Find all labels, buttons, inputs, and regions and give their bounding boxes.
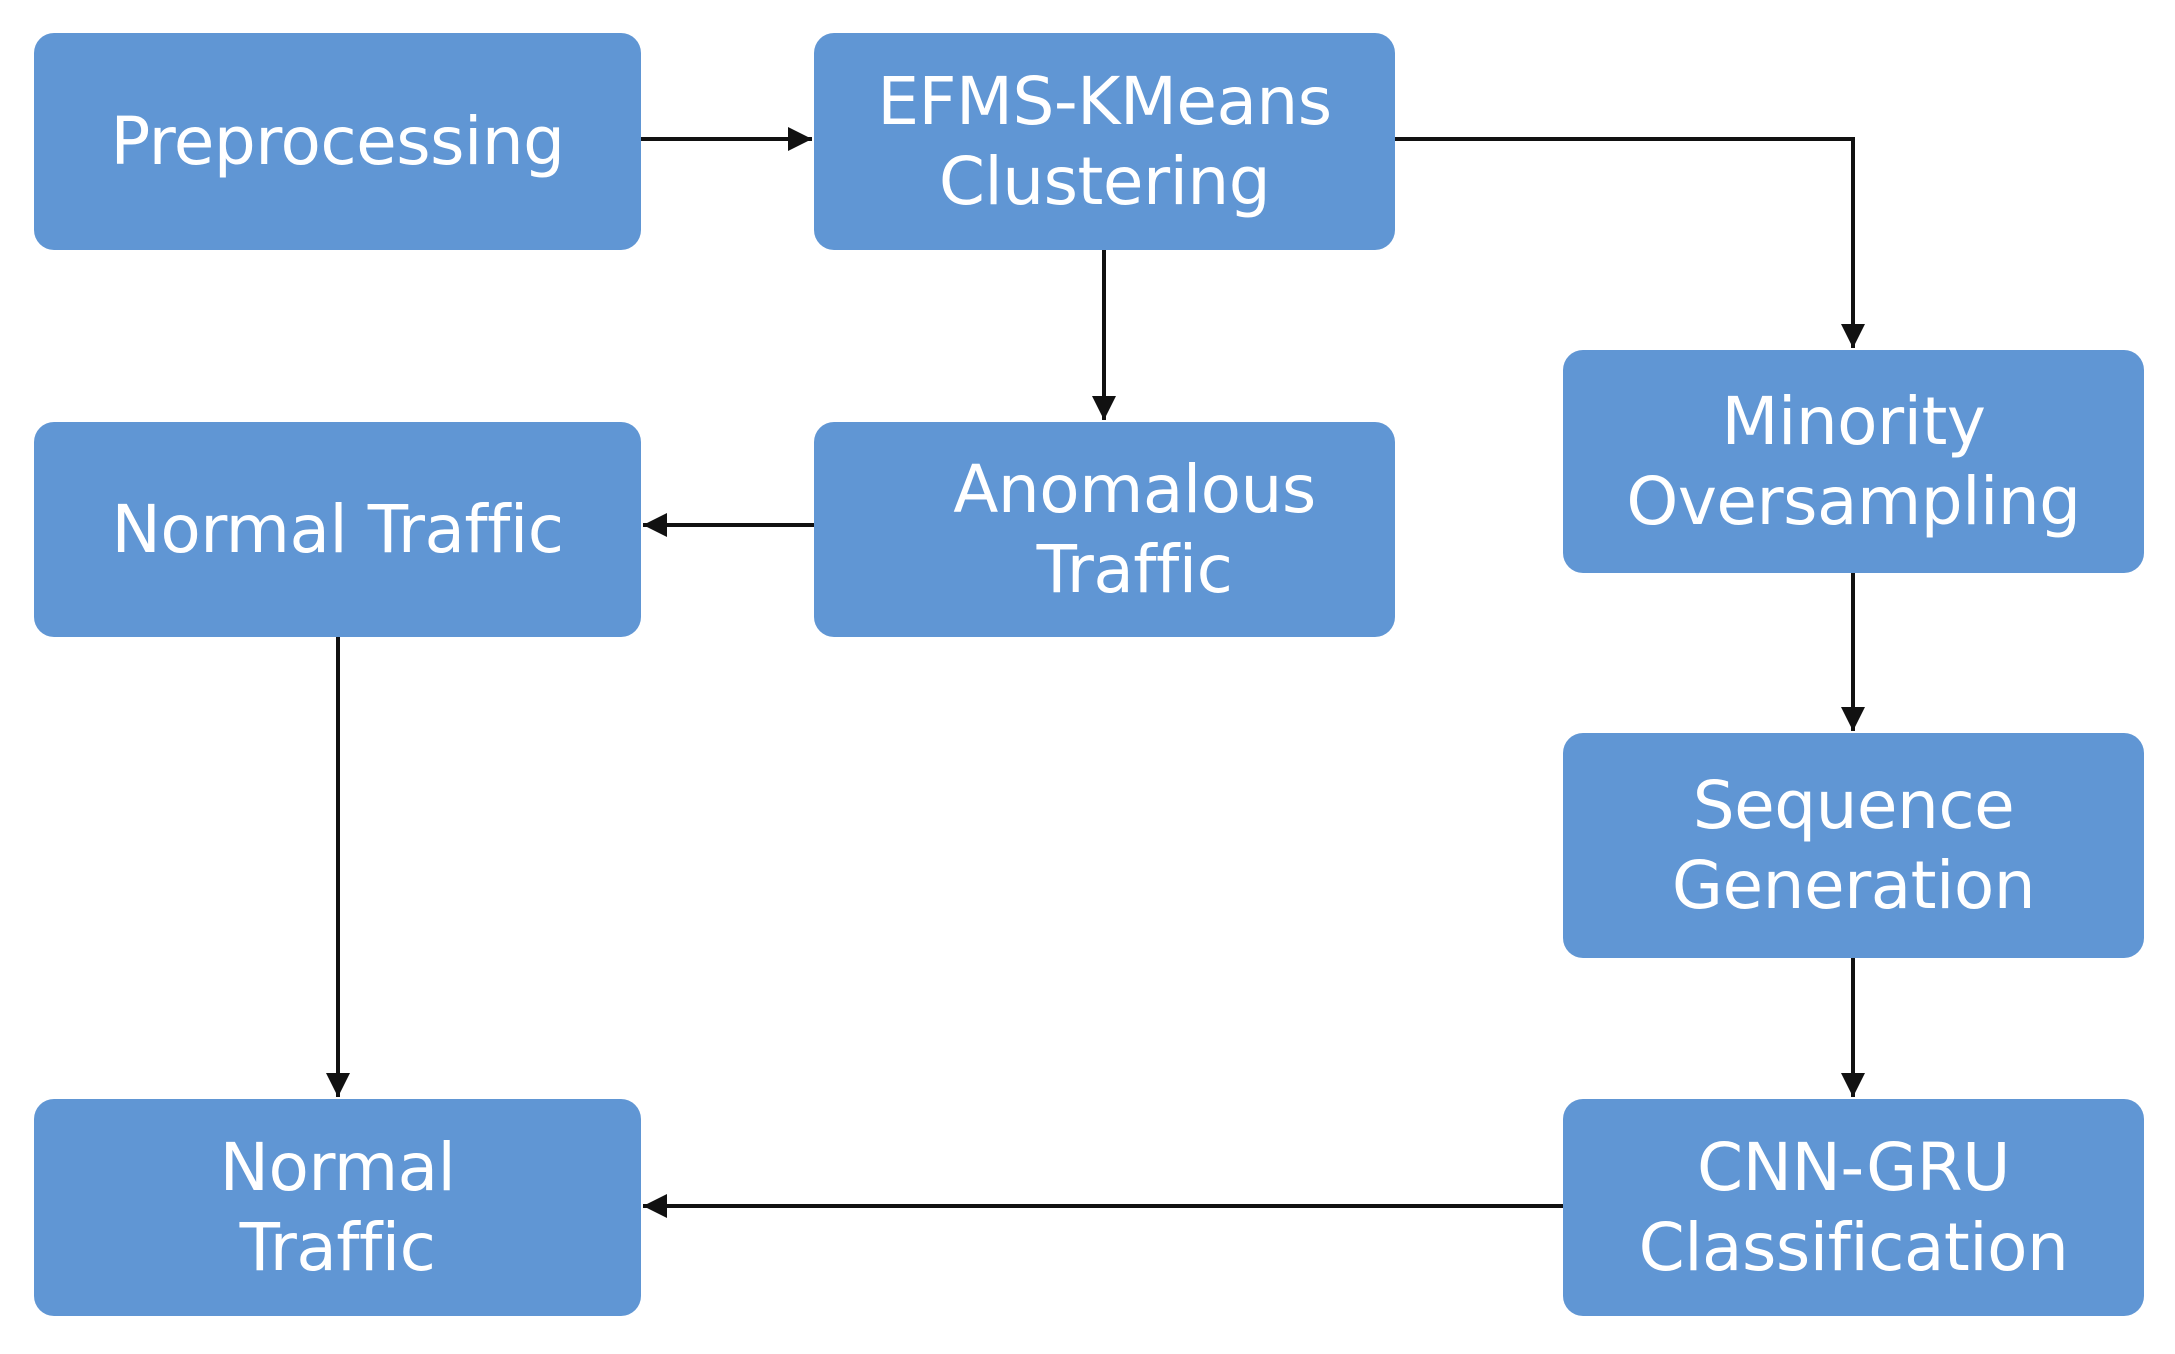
node-cnn-gru-classification: CNN-GRU Classification	[1563, 1099, 2144, 1316]
node-normal-traffic-bottom-label: Normal Traffic	[219, 1129, 456, 1286]
node-anomalous-traffic-label: Anomalous Traffic	[953, 451, 1316, 608]
node-efms-kmeans-clustering-label: EFMS-KMeans Clustering	[877, 63, 1332, 220]
node-preprocessing: Preprocessing	[34, 33, 641, 250]
node-normal-traffic-bottom: Normal Traffic	[34, 1099, 641, 1316]
node-anomalous-traffic: Anomalous Traffic	[814, 422, 1395, 637]
node-sequence-generation: Sequence Generation	[1563, 733, 2144, 958]
node-normal-traffic-label: Normal Traffic	[111, 490, 564, 568]
node-preprocessing-label: Preprocessing	[110, 102, 565, 180]
edge-efms-kmeans-to-minority-oversampling	[1395, 137, 1865, 348]
node-cnn-gru-classification-label: CNN-GRU Classification	[1638, 1129, 2069, 1286]
node-efms-kmeans-clustering: EFMS-KMeans Clustering	[814, 33, 1395, 250]
node-minority-oversampling: Minority Oversampling	[1563, 350, 2144, 573]
node-normal-traffic: Normal Traffic	[34, 422, 641, 637]
node-sequence-generation-label: Sequence Generation	[1671, 767, 2036, 924]
node-minority-oversampling-label: Minority Oversampling	[1626, 383, 2081, 540]
